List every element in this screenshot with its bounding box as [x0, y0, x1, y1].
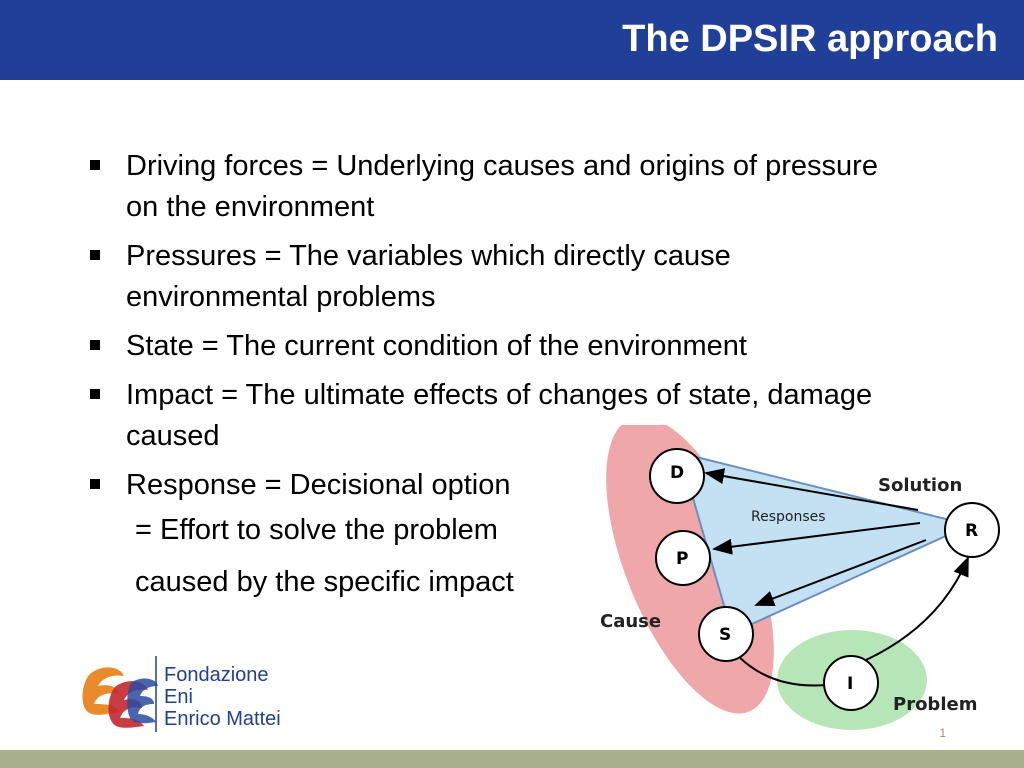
logo-wordmark: Fondazione Eni Enrico Mattei [164, 664, 281, 730]
logo-line: Fondazione [164, 664, 269, 686]
node-label-s: S [719, 625, 731, 645]
bullet-square-icon [90, 250, 100, 260]
bullet-square-icon [90, 389, 100, 399]
page-number: 1 [939, 726, 946, 740]
node-label-r: R [965, 521, 978, 541]
responses-label: Responses [751, 509, 826, 525]
node-label-p: P [676, 549, 688, 569]
logo-line: Enrico Mattei [164, 708, 281, 730]
impact-node [823, 655, 879, 711]
footer-bar [0, 750, 1024, 768]
bullet-item: State = The current condition of the env… [90, 326, 890, 367]
pressures-node [655, 530, 711, 586]
solution-label: Solution [878, 475, 962, 496]
bullet-square-icon [90, 160, 100, 170]
feem-logo-mark [82, 667, 158, 728]
node-label-i: I [847, 674, 853, 694]
impact-to-response-arrow [865, 556, 969, 661]
dpsir-diagram: D P S I R Solution Responses Cause Probl… [600, 425, 1000, 730]
bullet-item: Impact = The ultimate effects of changes… [90, 375, 890, 457]
logo-line: Eni [164, 686, 193, 708]
cause-label: Cause [600, 611, 661, 632]
feem-logo [82, 656, 158, 732]
node-label-d: D [670, 463, 684, 483]
state-node [698, 606, 754, 662]
response-continuation-line: = Effort to solve the problem [135, 514, 498, 546]
bullet-square-icon [90, 340, 100, 350]
bullet-item: Driving forces = Underlying causes and o… [90, 146, 890, 228]
bullet-item: Response = Decisional option [90, 465, 890, 506]
response-arrow-to-p [712, 522, 921, 555]
slide-title: The DPSIR approach [622, 18, 998, 60]
problem-label: Problem [893, 694, 977, 715]
driving-forces-node [649, 448, 705, 504]
response-arrow-to-d [704, 468, 919, 511]
bullet-list: Driving forces = Underlying causes and o… [90, 146, 890, 514]
response-arrow-to-s [754, 539, 927, 607]
bullet-square-icon [90, 479, 100, 489]
response-node [944, 502, 1000, 558]
bullet-item: Pressures = The variables which directly… [90, 236, 890, 318]
response-continuation-line: caused by the specific impact [135, 566, 514, 598]
title-bar: The DPSIR approach [0, 0, 1024, 80]
